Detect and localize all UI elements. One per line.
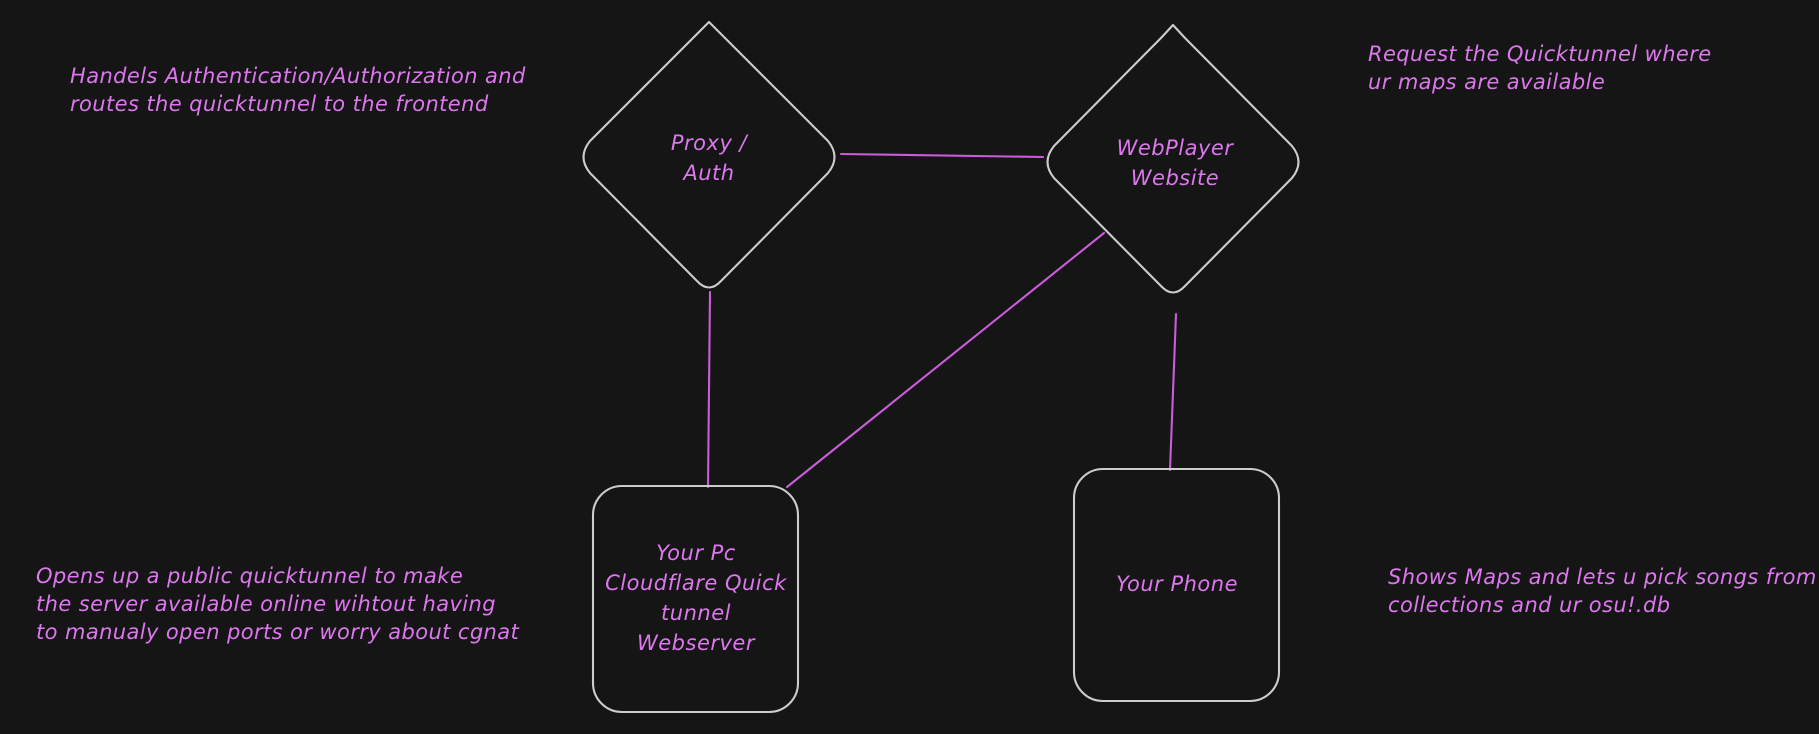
node-shape-your-pc[interactable] <box>591 484 800 714</box>
edge-proxy-to-your-pc <box>706 290 712 489</box>
annotation-proxy-auth-note: Handels Authentication/Authorization and… <box>70 64 526 116</box>
annotation-webplayer-note: Request the Quicktunnel where ur maps ar… <box>1368 42 1712 94</box>
edge-proxy-to-webplayer <box>839 152 1045 159</box>
edge-webplayer-to-your-phone <box>1168 312 1178 472</box>
node-shape-proxy-auth[interactable] <box>582 20 836 289</box>
annotation-your-phone-note: Shows Maps and lets u pick songs from co… <box>1388 565 1817 617</box>
node-shape-webplayer-website[interactable] <box>1046 23 1300 294</box>
edge-your-pc-to-webplayer <box>785 231 1106 489</box>
node-shape-your-phone[interactable] <box>1072 467 1281 703</box>
annotation-your-pc-note: Opens up a public quicktunnel to make th… <box>36 564 520 644</box>
